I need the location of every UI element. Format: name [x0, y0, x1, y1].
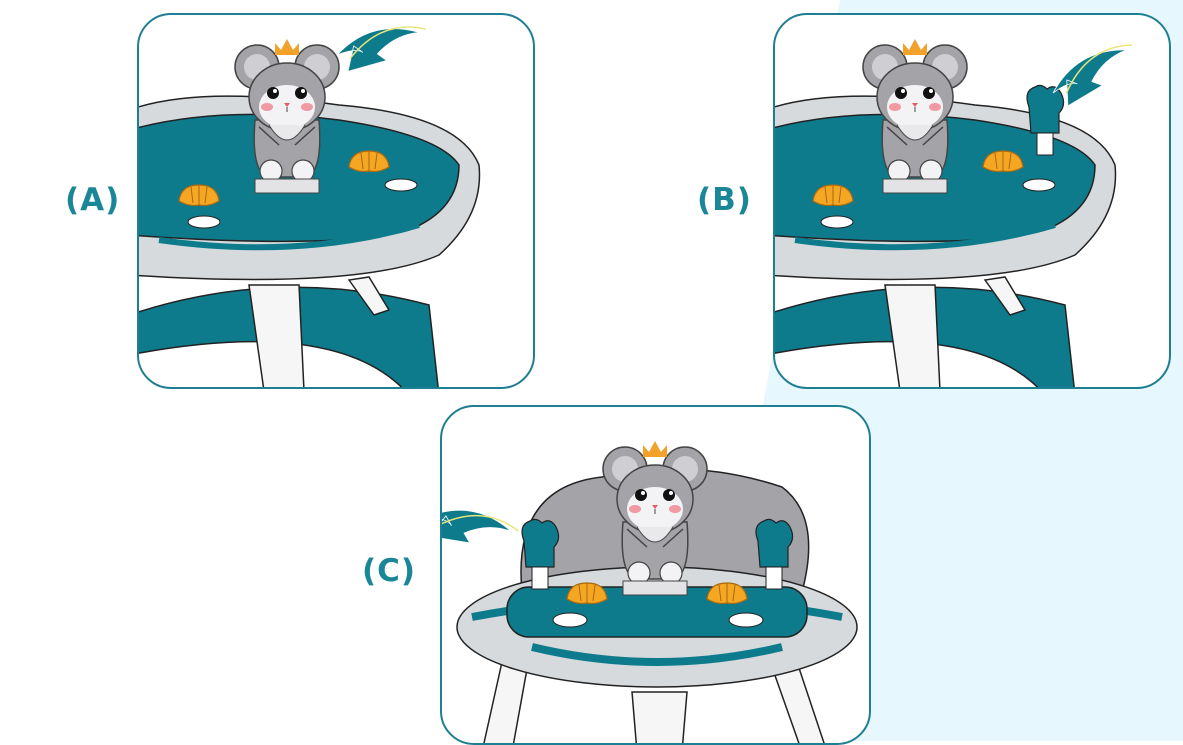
label-a: (A)	[65, 182, 121, 218]
curved-arrow-icon	[333, 21, 432, 74]
panel-b	[773, 13, 1171, 389]
label-c: (C)	[362, 553, 417, 589]
curved-arrow-icon	[442, 499, 522, 559]
label-b: (B)	[697, 182, 752, 218]
panel-a	[137, 13, 535, 389]
panel-c	[440, 405, 871, 745]
